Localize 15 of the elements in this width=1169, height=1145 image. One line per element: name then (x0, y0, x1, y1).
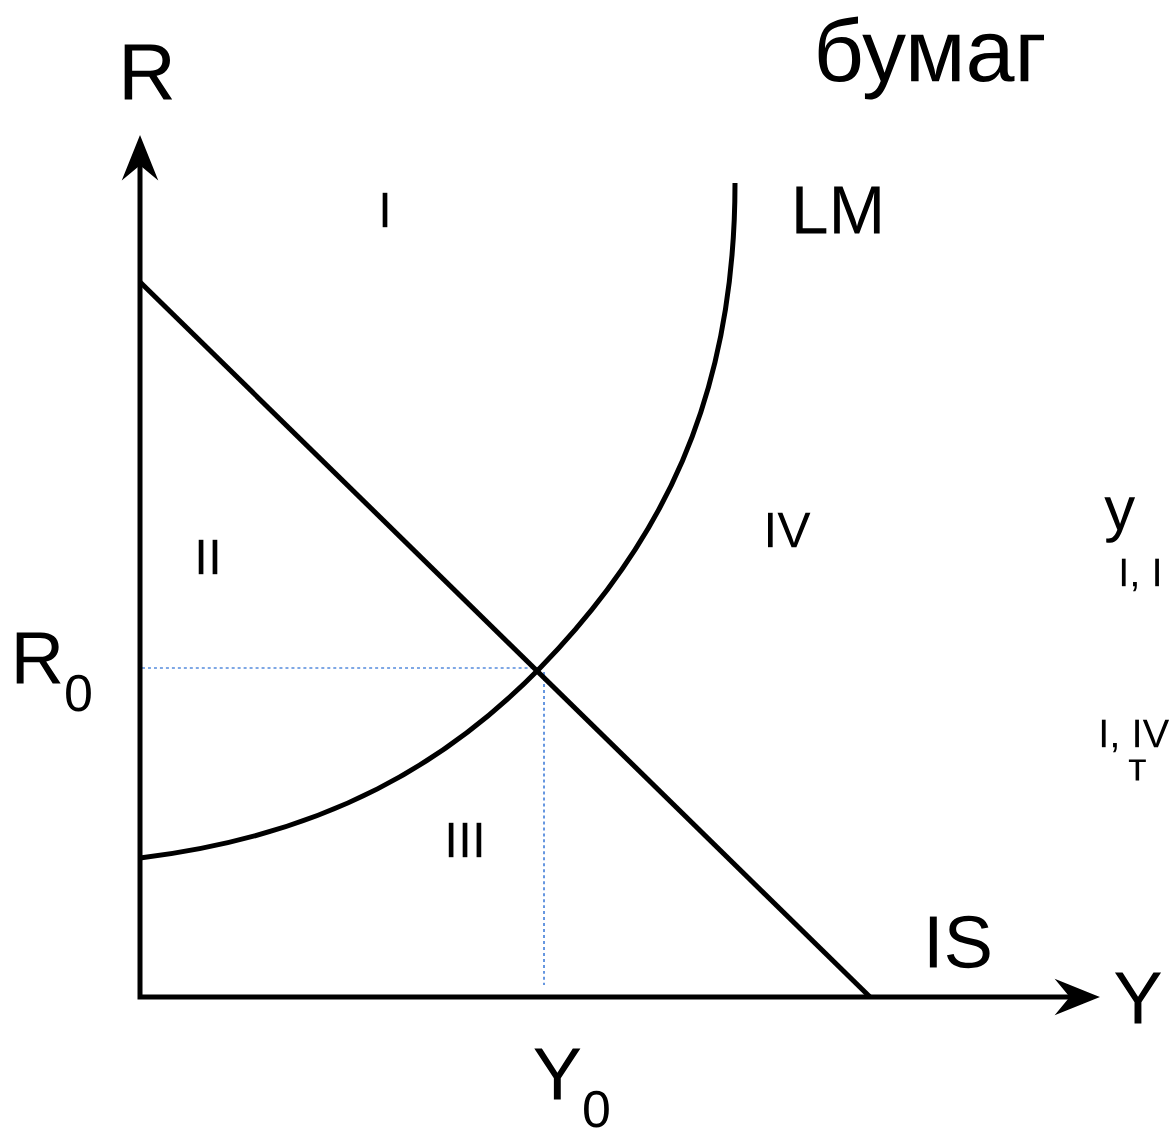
axis-label: Y (1114, 972, 1162, 1024)
curve-label: IS (929, 915, 990, 969)
note-text: I, I (1121, 558, 1159, 592)
region-label: III (448, 822, 482, 858)
axis-label: R (124, 44, 173, 100)
note-text: у (1104, 497, 1136, 543)
heading-text: бумаг (818, 16, 1044, 100)
region-label: I (382, 192, 388, 228)
curve-label: LM (796, 186, 880, 234)
region-label: IV (768, 512, 811, 548)
region-label: II (198, 539, 218, 575)
axis-label: R$_{0}$ (16, 632, 91, 712)
note-text: т (1128, 759, 1146, 781)
note-text: I, IV (1101, 719, 1169, 753)
axis-label: Y$_{0}$ (534, 1048, 609, 1128)
